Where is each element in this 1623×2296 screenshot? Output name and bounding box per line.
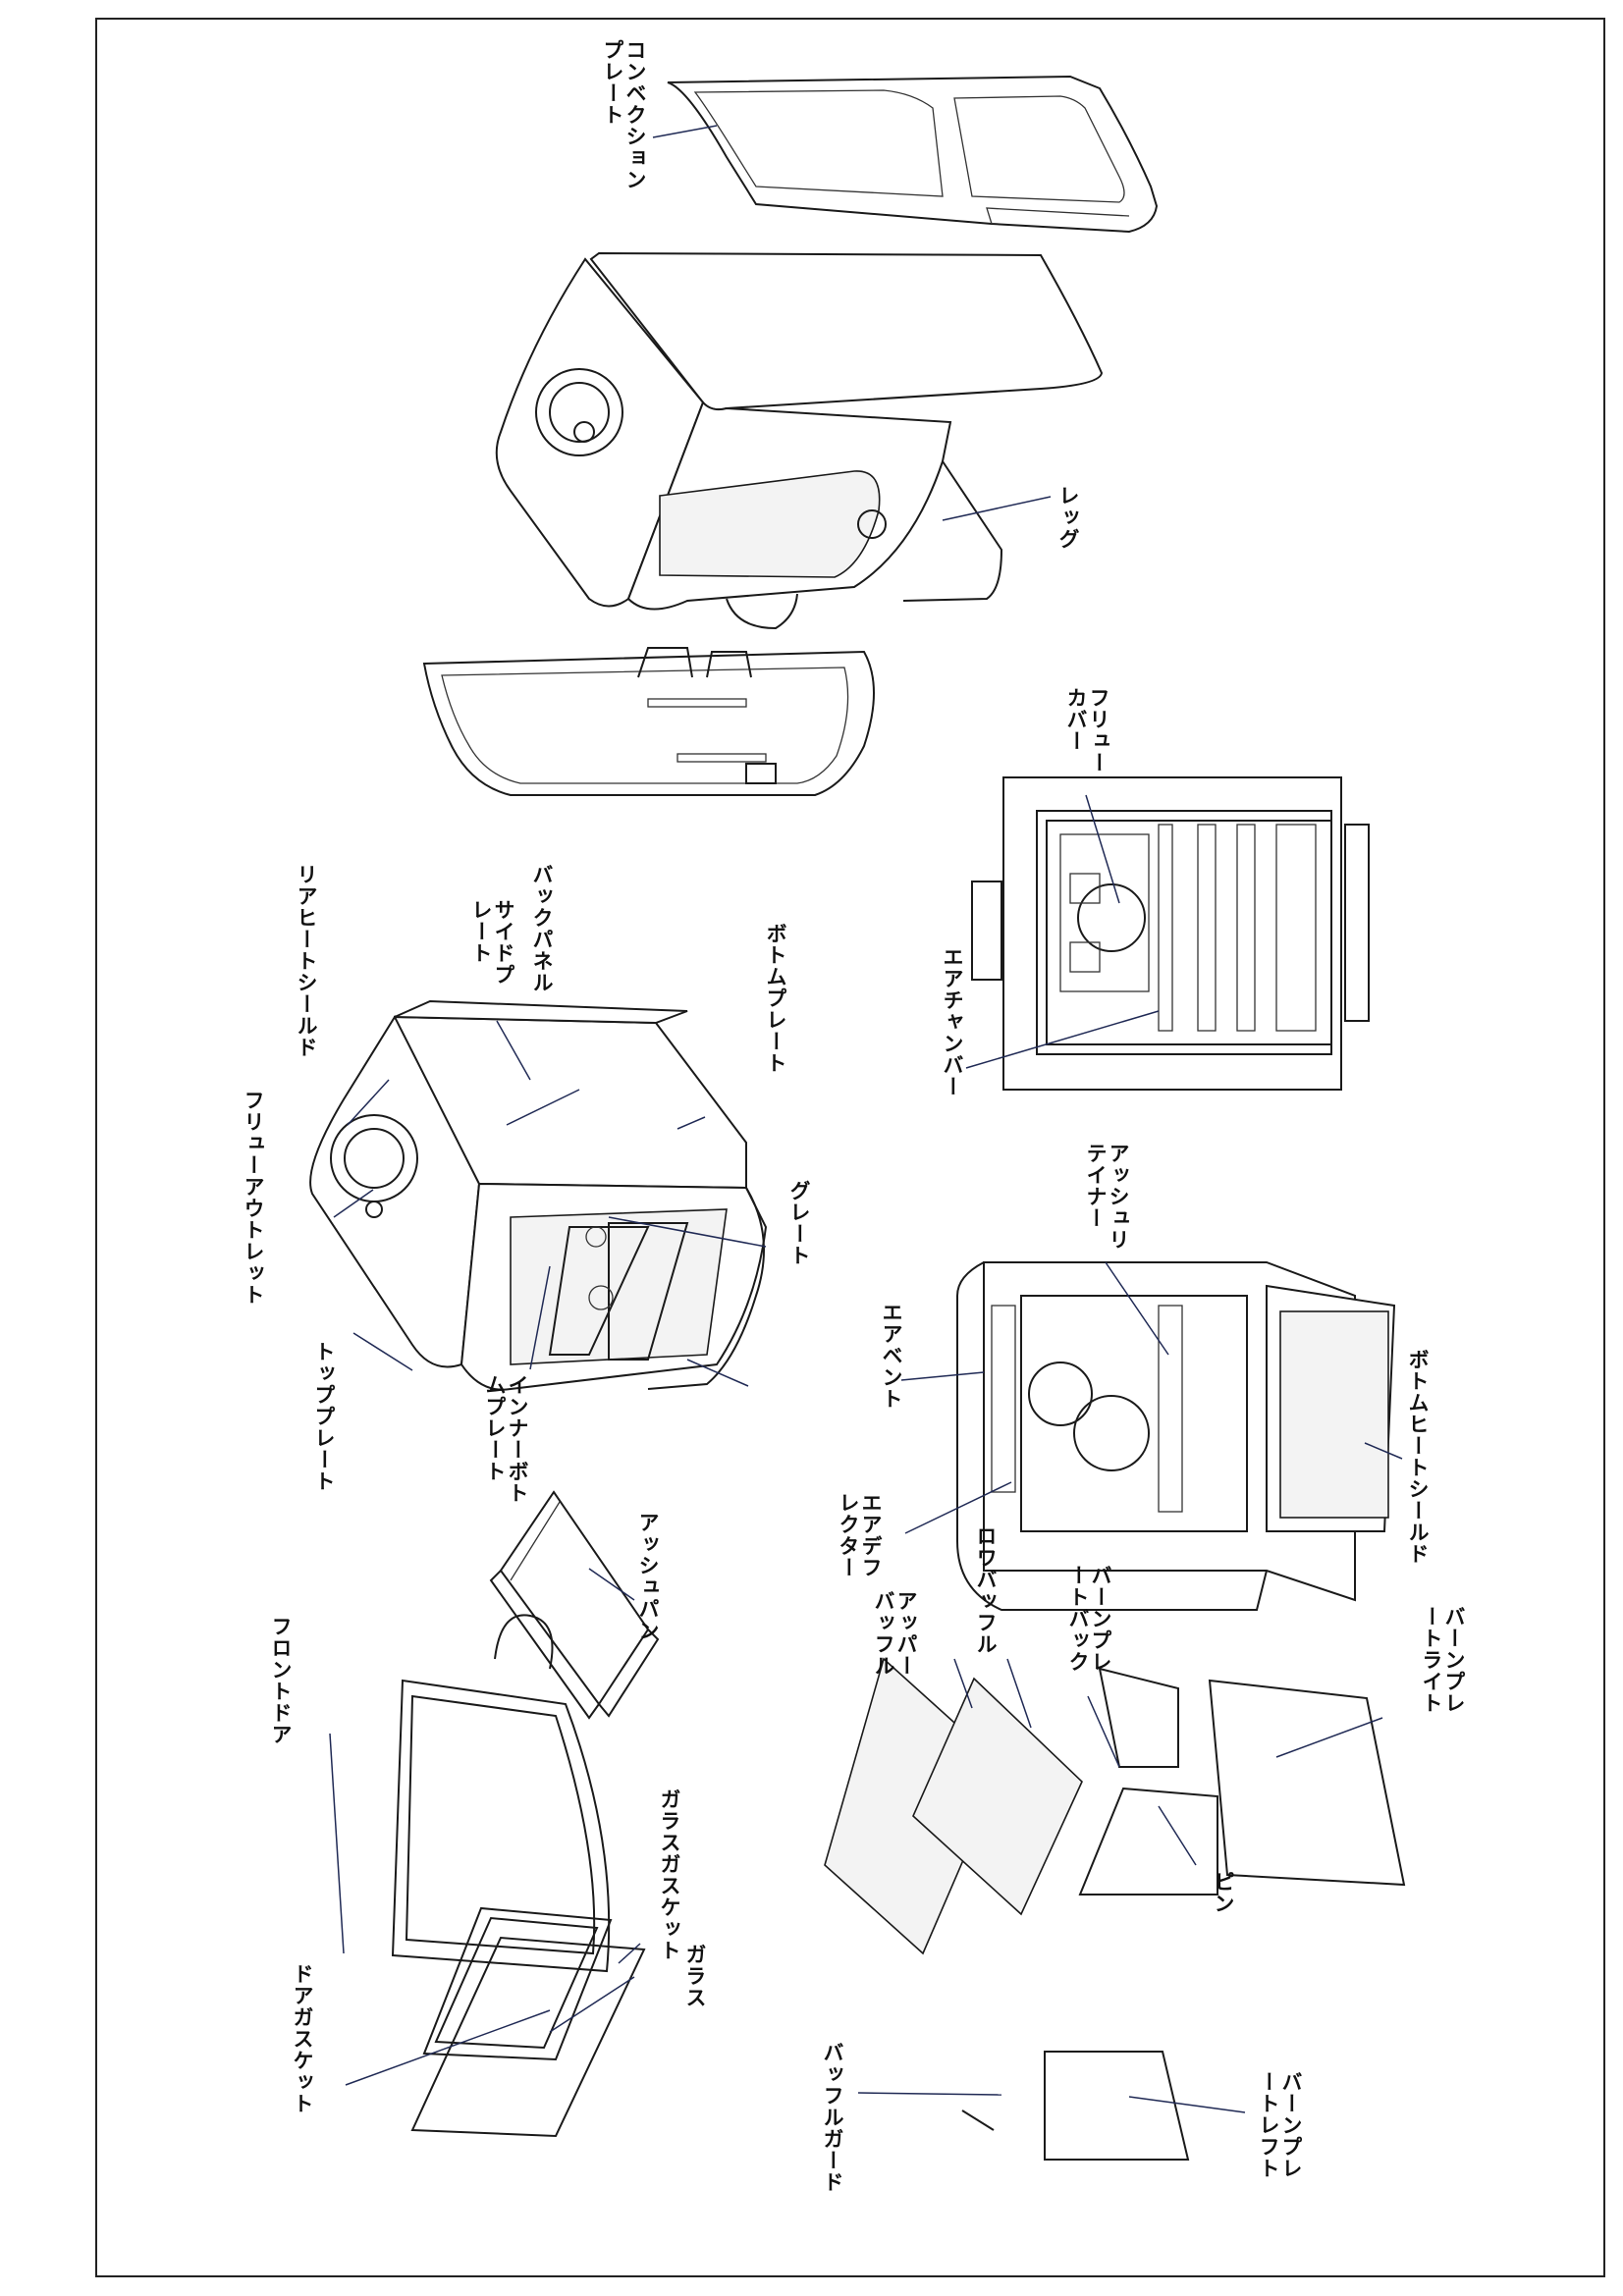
label-burn-plate-right: バーンプレ ートライト bbox=[1420, 1606, 1466, 1714]
page-frame bbox=[95, 18, 1605, 2277]
label-side-plate: サイドプ レート bbox=[469, 899, 515, 986]
firebox-drawing bbox=[309, 999, 768, 1391]
label-upper-baffle: アッパー バッフル bbox=[872, 1590, 918, 1677]
label-leg: レッグ bbox=[1056, 485, 1080, 550]
ash-liner-view-drawing bbox=[956, 1261, 1396, 1611]
label-glass: ガラス bbox=[683, 1944, 707, 2008]
label-pin: ピン bbox=[1212, 1871, 1235, 1914]
label-rear-heat-shield: リアヒートシールド bbox=[295, 864, 318, 1058]
label-air-vent: エアベント bbox=[880, 1302, 903, 1410]
label-burn-plate-back: バーンプレ ートバック bbox=[1066, 1565, 1112, 1673]
side-panel-drawing bbox=[422, 647, 875, 796]
label-ash-pan: アッシュパン bbox=[636, 1512, 660, 1641]
leader-lines bbox=[329, 125, 1403, 2113]
label-flue-outlet: フリューアウトレット bbox=[242, 1090, 265, 1306]
flue-cover-view-drawing bbox=[971, 776, 1370, 1091]
label-air-chamber: エアチャンバー bbox=[941, 946, 964, 1097]
label-glass-gasket: ガラスガスケット bbox=[658, 1789, 681, 1961]
label-air-deflector: エアデフ レクター bbox=[837, 1492, 883, 1578]
label-inner-bottom-plate: インナーボト ムプレート bbox=[483, 1374, 529, 1504]
convection-plate-drawing bbox=[667, 75, 1159, 234]
label-bottom-heat-shield: ボトムヒートシールド bbox=[1406, 1349, 1430, 1565]
door-assembly-drawing bbox=[391, 1614, 646, 2138]
label-bottom-plate: ボトムプレート bbox=[764, 923, 787, 1074]
label-ash-liner: アッシュリ テイナー bbox=[1084, 1143, 1130, 1251]
label-baffle-guard: バッフルガード bbox=[821, 2042, 844, 2193]
label-door-gasket: ドアガスケット bbox=[291, 1963, 314, 2114]
stove-body-drawing bbox=[495, 251, 1104, 630]
label-grate: グレート bbox=[787, 1180, 811, 1266]
label-convection-plate: コンベクション プレート bbox=[601, 39, 647, 190]
ash-pan-drawing bbox=[489, 1490, 660, 1720]
label-back-panel: バックパネル bbox=[530, 864, 554, 993]
label-burn-plate-left: バーンプレ ートレフト bbox=[1257, 2071, 1303, 2179]
label-lower-baffle: ロワバッフル bbox=[974, 1525, 998, 1655]
label-front-door: フロントドア bbox=[269, 1616, 293, 1745]
baffles-burn-plates-drawing bbox=[824, 1657, 1406, 2161]
label-flue-cover: フリュー カバー bbox=[1064, 687, 1110, 774]
label-top-plate: トッププレート bbox=[312, 1341, 336, 1492]
